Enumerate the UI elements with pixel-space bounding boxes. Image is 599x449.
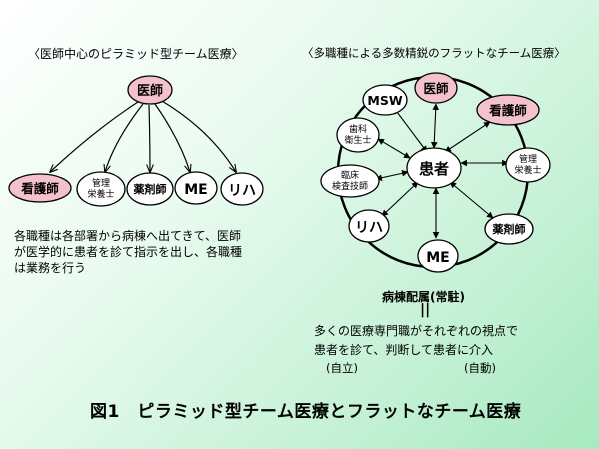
left-description-line-2: が医学的に患者を診て指示を出し、各職種 [14,245,243,259]
node-left-pharmacist: 薬剤師 [126,172,174,206]
svg-text:ME: ME [184,182,208,198]
node-left-rehab: リハ [220,172,264,206]
node-right-doctor: 医師 [414,72,458,104]
left-diagram-title: 〈医師中心のピラミッド型チーム医療〉 [28,47,244,61]
node-right-dietitian: 管理 栄養士 [505,147,551,183]
svg-text:臨床: 臨床 [341,169,359,181]
node-right-nurse: 看護師 [476,94,540,126]
figure-caption: 図1 ピラミッド型チーム医療とフラットなチーム医療 [90,402,522,422]
arrow-doctor-to-nurse [50,101,139,172]
node-lab-technician: 臨床 検査技師 [320,164,380,198]
svg-text:歯科: 歯科 [349,123,367,135]
svg-text:薬剤師: 薬剤師 [134,182,167,196]
node-left-nurse: 看護師 [8,173,72,203]
svg-text:管理: 管理 [519,153,537,165]
node-left-doctor: 医師 [127,75,173,105]
ward-assignment-label: 病棟配属(常駐) [382,290,465,304]
team-spokes [375,103,509,239]
right-description-line-2: 患者を診て、判断して患者に介入 [314,343,494,357]
svg-text:看護師: 看護師 [489,103,527,118]
left-description-line-1: 各職種は各部署から病棟へ出てきて、医師 [14,229,242,243]
node-right-me: ME [417,239,459,273]
svg-text:管理: 管理 [92,177,110,189]
node-right-rehab: リハ [348,209,390,243]
svg-text:衛生士: 衛生士 [344,134,371,146]
svg-text:検査技師: 検査技師 [332,180,368,192]
svg-text:リハ: リハ [355,220,383,236]
svg-text:薬剤師: 薬剤師 [493,222,526,236]
svg-text:患者: 患者 [419,160,449,178]
tag-independent: (自立) [326,361,358,375]
node-right-pharmacist: 薬剤師 [484,213,534,245]
svg-text:ME: ME [426,250,450,266]
svg-text:リハ: リハ [228,183,256,199]
arrow-doctor-to-me [154,103,190,172]
arrow-doctor-to-pharmacist [149,104,150,172]
left-description-line-3: は業務を行う [14,261,87,275]
svg-text:医師: 医師 [137,83,163,99]
arrow-doctor-to-rehab [161,100,236,172]
svg-text:栄養士: 栄養士 [87,188,114,200]
equals-sign: || [420,302,431,318]
svg-text:医師: 医師 [423,81,449,96]
svg-text:栄養士: 栄養士 [514,164,541,176]
node-left-dietitian: 管理 栄養士 [76,171,126,207]
arrow-doctor-to-dietitian [105,103,144,172]
node-left-me: ME [174,171,218,205]
right-description-line-1: 多くの医療専門職がそれぞれの視点で [314,324,519,338]
pyramid-arrows [50,100,236,172]
tag-autonomous: (自動) [464,361,496,375]
right-diagram-title: 〈多職種による多数精鋭のフラットなチーム医療〉 [302,46,566,60]
node-msw: MSW [362,84,408,116]
svg-text:看護師: 看護師 [21,181,59,196]
svg-text:MSW: MSW [367,93,402,108]
node-patient: 患者 [406,147,462,189]
node-dental-hygienist: 歯科 衛生士 [336,117,380,153]
